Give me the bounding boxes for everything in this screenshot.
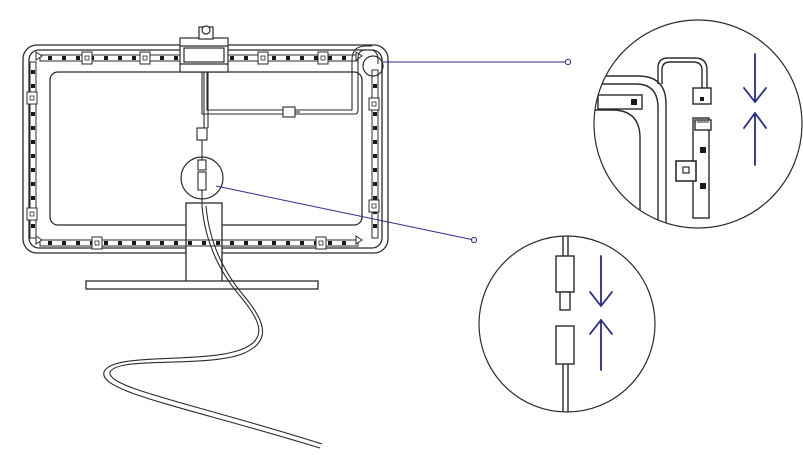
led-segment-icon <box>230 241 234 245</box>
cable-connector-detail <box>478 235 656 413</box>
corner-connector-detail <box>593 19 803 229</box>
led-segment-icon <box>31 112 35 116</box>
led-segment-icon <box>118 56 122 60</box>
callout-lines <box>215 58 572 244</box>
controller-box <box>179 25 229 73</box>
stand-base <box>85 280 319 290</box>
led-segment-icon <box>31 196 35 200</box>
led-segment-icon <box>31 84 35 88</box>
led-segment-icon <box>373 84 377 88</box>
led-segment-icon <box>104 241 108 245</box>
led-segment-icon <box>328 241 332 245</box>
led-segment-icon <box>373 182 377 186</box>
led-segment-icon <box>272 241 276 245</box>
led-segment-icon <box>342 241 346 245</box>
up-arrow-icon <box>589 319 613 371</box>
led-segment-icon <box>160 56 164 60</box>
corner-connector <box>35 51 43 61</box>
led-segment-icon <box>31 70 35 74</box>
clip-hole <box>260 55 266 61</box>
led-segment-icon <box>132 56 136 60</box>
clip-hole <box>29 211 35 217</box>
led-segment-icon <box>300 56 304 60</box>
led-segment-icon <box>48 56 52 60</box>
led-segment-icon <box>48 241 52 245</box>
led-segment-icon <box>373 168 377 172</box>
led-segment-icon <box>76 56 80 60</box>
led-segment-icon <box>300 241 304 245</box>
led-segment-icon <box>631 99 637 105</box>
led-segment-icon <box>286 56 290 60</box>
led-segment-icon <box>373 140 377 144</box>
led-segment-icon <box>31 182 35 186</box>
down-arrow-icon <box>743 53 767 103</box>
led-segment-icon <box>373 224 377 228</box>
corner-connector <box>355 235 363 245</box>
plug-connector-icon <box>282 106 296 118</box>
led-segment-icon <box>314 56 318 60</box>
led-segment-icon <box>104 56 108 60</box>
led-segment-icon <box>373 112 377 116</box>
led-segment-icon <box>31 140 35 144</box>
led-segment-icon <box>174 56 178 60</box>
led-segment-icon <box>373 154 377 158</box>
clip-hole <box>371 101 377 107</box>
led-strip-left <box>29 61 37 239</box>
wiring <box>103 45 379 449</box>
led-segment-icon <box>373 126 377 130</box>
led-segment-icon <box>174 241 178 245</box>
magnifier-corner <box>362 55 384 77</box>
magnifier-cable <box>180 156 224 200</box>
plug-connector-icon <box>555 255 575 293</box>
led-segment-icon <box>62 241 66 245</box>
led-segment-icon <box>31 168 35 172</box>
led-segment-icon <box>244 56 248 60</box>
led-segment-icon <box>118 241 122 245</box>
led-segment-icon <box>328 56 332 60</box>
clips <box>26 51 380 250</box>
led-segment-icon <box>216 241 220 245</box>
led-segment-icon <box>132 241 136 245</box>
led-segment-icon <box>202 241 206 245</box>
led-segment-icon <box>31 126 35 130</box>
led-segment-icon <box>160 241 164 245</box>
led-strip-right <box>371 69 379 239</box>
clip-hole <box>320 55 326 61</box>
led-segment-icon <box>62 56 66 60</box>
clip-hole <box>29 95 35 101</box>
led-segment-icon <box>244 241 248 245</box>
up-arrow-icon <box>743 112 767 166</box>
led-segment-icon <box>272 56 276 60</box>
clip-hole <box>94 240 100 246</box>
down-arrow-icon <box>589 255 613 307</box>
led-segment-icon <box>188 241 192 245</box>
tv-back-panel <box>49 71 363 226</box>
led-segment-icon <box>258 241 262 245</box>
clip-hole <box>318 240 324 246</box>
led-segment-icon <box>31 224 35 228</box>
led-segment-icon <box>286 241 290 245</box>
plug-connector-icon <box>692 87 712 105</box>
clip-hole <box>84 55 90 61</box>
led-segment-icon <box>31 154 35 158</box>
led-segment-icon <box>146 241 150 245</box>
led-segment-icon <box>76 241 80 245</box>
corner-connector <box>35 235 43 245</box>
led-segment-icon <box>373 196 377 200</box>
led-segment-icon <box>230 56 234 60</box>
clip-hole <box>142 55 148 61</box>
clip-hole <box>371 203 377 209</box>
led-segment-icon <box>342 56 346 60</box>
